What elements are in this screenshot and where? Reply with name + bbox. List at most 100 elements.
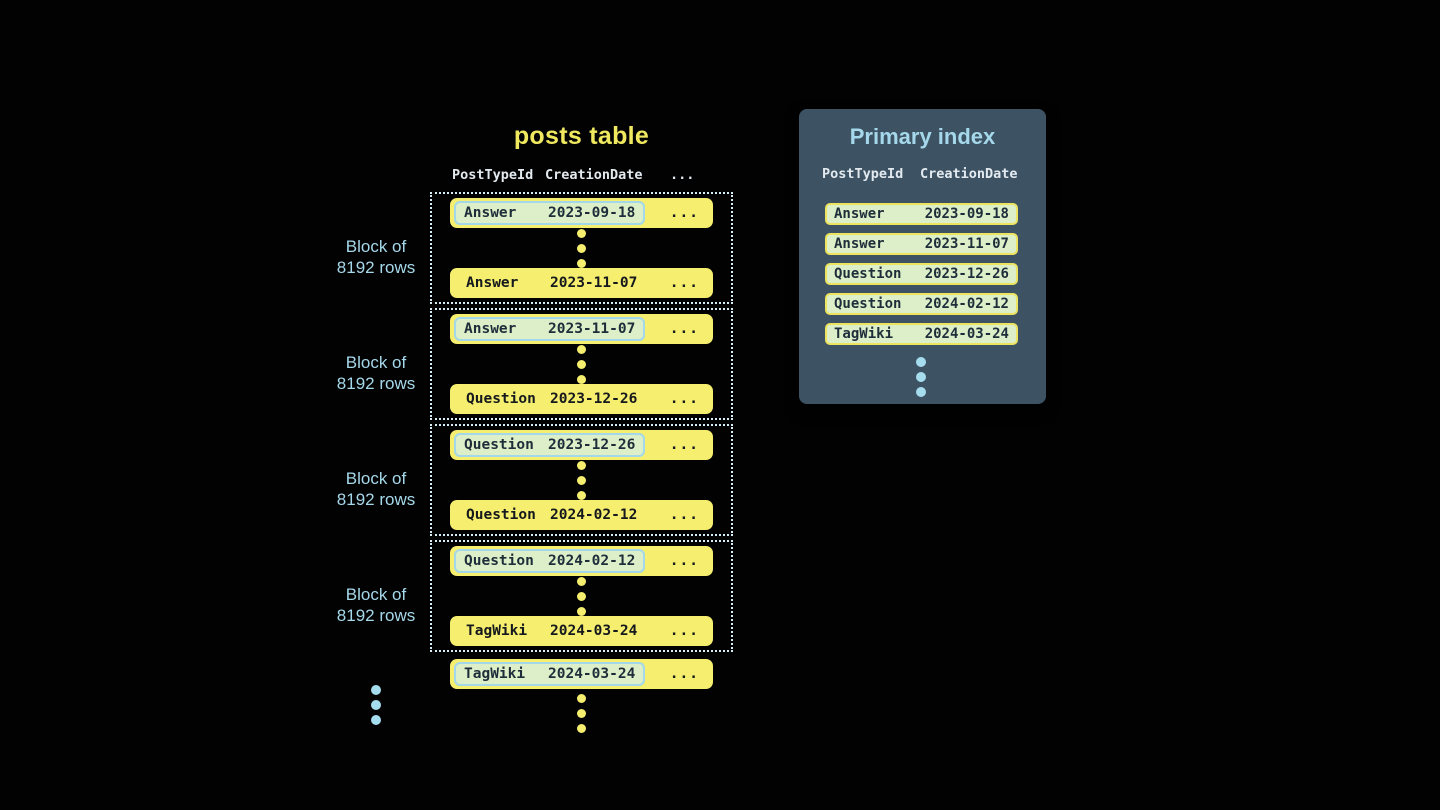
dot	[577, 243, 586, 253]
post-type-cell: Question	[464, 553, 534, 569]
dot	[916, 357, 926, 367]
row-ellipsis: ...	[669, 275, 699, 291]
indexed-entry-highlight: Question 2024-02-12	[454, 549, 646, 573]
dot	[916, 387, 926, 397]
vertical-dots-yellow	[577, 228, 586, 268]
row-ellipsis: ...	[669, 666, 699, 682]
creation-date-cell: 2024-02-12	[550, 507, 638, 523]
creation-date-cell: 2024-02-12	[924, 296, 1009, 312]
dot	[577, 490, 586, 500]
index-row: Answer 2023-09-18	[825, 203, 1018, 225]
index-row: Question 2024-02-12	[825, 293, 1018, 315]
vertical-dots-yellow	[577, 576, 586, 616]
creation-date-cell: 2023-12-26	[550, 391, 638, 407]
post-type-cell: TagWiki	[834, 326, 894, 342]
dot	[577, 709, 586, 718]
vertical-dots-yellow	[577, 460, 586, 500]
dot	[577, 475, 586, 485]
row-ellipsis: ...	[669, 623, 699, 639]
dot	[577, 258, 586, 268]
block-size-label-line1: Block of	[345, 237, 407, 256]
table-row: Question 2024-02-12 ...	[450, 500, 713, 530]
post-type-cell: Answer	[834, 206, 885, 222]
dot	[577, 344, 586, 354]
index-row: Answer 2023-11-07	[825, 233, 1018, 255]
dot	[577, 374, 586, 384]
index-row: Question 2023-12-26	[825, 263, 1018, 285]
dot	[577, 694, 586, 703]
dot	[577, 591, 586, 601]
block-size-label: Block of 8192 rows	[311, 236, 441, 278]
table-row: TagWiki 2024-03-24 ...	[450, 659, 713, 689]
creation-date-cell: 2024-03-24	[548, 666, 636, 682]
block-size-label-line2: 8192 rows	[336, 606, 416, 625]
row-ellipsis: ...	[669, 437, 699, 453]
post-type-cell: Answer	[834, 236, 885, 252]
block-size-label: Block of 8192 rows	[311, 468, 441, 510]
column-header-posttypeid: PostTypeId	[822, 166, 904, 182]
primary-index-column-headers: PostTypeId CreationDate	[822, 166, 1018, 182]
column-header-ellipsis: ...	[670, 167, 695, 183]
creation-date-cell: 2023-12-26	[548, 437, 636, 453]
dot	[371, 700, 381, 710]
post-type-cell: Question	[834, 266, 902, 282]
block-size-label: Block of 8192 rows	[311, 352, 441, 394]
dot	[371, 715, 381, 725]
table-row: Answer 2023-09-18 ...	[450, 198, 713, 228]
primary-index-panel: Primary index PostTypeId CreationDate An…	[799, 109, 1046, 404]
post-type-cell: Question	[834, 296, 902, 312]
dot	[577, 724, 586, 733]
row-ellipsis: ...	[669, 321, 699, 337]
creation-date-cell: 2023-09-18	[924, 206, 1009, 222]
post-type-cell: Question	[466, 391, 536, 407]
table-row: Question 2023-12-26 ...	[450, 384, 713, 414]
post-type-cell: TagWiki	[464, 666, 526, 682]
vertical-dots-blue	[371, 685, 381, 725]
dot	[371, 685, 381, 695]
dot	[577, 606, 586, 616]
post-type-cell: Question	[464, 437, 534, 453]
vertical-dots-blue	[916, 357, 926, 397]
row-ellipsis: ...	[669, 205, 699, 221]
block-size-label-line2: 8192 rows	[336, 490, 416, 509]
index-row: TagWiki 2024-03-24	[825, 323, 1018, 345]
dot	[916, 372, 926, 382]
creation-date-cell: 2023-11-07	[548, 321, 636, 337]
block-size-label-line1: Block of	[345, 585, 407, 604]
row-ellipsis: ...	[669, 507, 699, 523]
dot	[577, 576, 586, 586]
indexed-entry-highlight: Question 2023-12-26	[454, 433, 646, 457]
post-type-cell: Answer	[464, 321, 517, 337]
creation-date-cell: 2024-03-24	[550, 623, 638, 639]
block-size-label: Block of 8192 rows	[311, 584, 441, 626]
block-of-rows-4: Question 2024-02-12 ... TagWiki 2024-03-…	[430, 540, 733, 652]
post-type-cell: Answer	[464, 205, 517, 221]
block-of-rows-2: Answer 2023-11-07 ... Question 2023-12-2…	[430, 308, 733, 420]
block-size-label-line1: Block of	[345, 353, 407, 372]
table-row: TagWiki 2024-03-24 ...	[450, 616, 713, 646]
primary-index-title: Primary index	[849, 124, 996, 149]
creation-date-cell: 2023-12-26	[924, 266, 1009, 282]
row-ellipsis: ...	[669, 391, 699, 407]
table-row: Answer 2023-11-07 ...	[450, 314, 713, 344]
column-header-creationdate: CreationDate	[920, 166, 1018, 182]
block-size-label-line2: 8192 rows	[336, 374, 416, 393]
row-ellipsis: ...	[669, 553, 699, 569]
post-type-cell: Answer	[466, 275, 519, 291]
dot	[577, 228, 586, 238]
posts-table-title: posts table	[513, 122, 650, 150]
indexed-entry-highlight: Answer 2023-11-07	[454, 317, 646, 341]
block-size-label-line1: Block of	[345, 469, 407, 488]
dot	[577, 359, 586, 369]
post-type-cell: Question	[466, 507, 536, 523]
posts-table-column-headers: PostTypeId CreationDate ...	[452, 167, 733, 185]
creation-date-cell: 2023-11-07	[924, 236, 1009, 252]
post-type-cell: TagWiki	[466, 623, 528, 639]
block-size-label-line2: 8192 rows	[336, 258, 416, 277]
indexed-entry-highlight: Answer 2023-09-18	[454, 201, 646, 225]
creation-date-cell: 2024-03-24	[924, 326, 1009, 342]
indexed-entry-highlight: TagWiki 2024-03-24	[454, 662, 646, 686]
block-of-rows-1: Answer 2023-09-18 ... Answer 2023-11-07 …	[430, 192, 733, 304]
creation-date-cell: 2023-09-18	[548, 205, 636, 221]
